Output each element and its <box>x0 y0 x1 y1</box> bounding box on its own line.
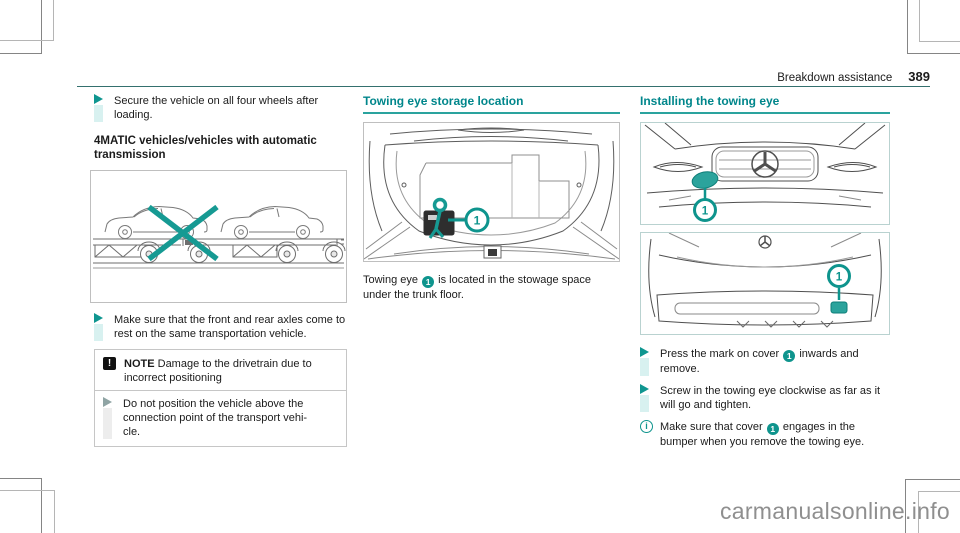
step-text: Do not position the vehicle above the co… <box>123 398 308 438</box>
towing-eye-cover-rear <box>830 301 848 314</box>
note-divider <box>95 390 346 391</box>
crop-mark <box>918 491 960 533</box>
step-text: Make sure that the front and rear axles … <box>114 314 346 340</box>
info-text: Make sure that cover 1 engages in the bu… <box>660 421 865 448</box>
step-text: Secure the vehicle on all four wheels af… <box>114 95 319 121</box>
step-bar <box>640 358 649 376</box>
step-bar <box>640 395 649 412</box>
rear-bumper-illustration: 1 <box>640 232 890 335</box>
instruction-step: Make sure that the front and rear axles … <box>94 313 347 341</box>
car-front-drawing: 1 <box>644 123 886 222</box>
note-text: NOTE Damage to the drivetrain due to inc… <box>124 358 312 384</box>
middle-column: Towing eye storage location <box>363 92 620 302</box>
section-subheading: 4MATIC vehicles/vehicles with automatic … <box>94 135 317 161</box>
section-heading: Towing eye storage location <box>363 94 620 114</box>
svg-text:1: 1 <box>836 272 843 284</box>
triangle-bullet-icon <box>103 397 112 407</box>
crop-mark <box>0 0 42 54</box>
crop-mark <box>0 490 55 533</box>
info-circle-icon: i <box>640 420 653 433</box>
crop-mark <box>919 0 960 42</box>
trunk-drawing: 1 <box>364 127 619 260</box>
note-step: Do not position the vehicle above the co… <box>103 397 338 439</box>
step-bar <box>94 324 103 341</box>
watermark: carmanualsonline.info <box>719 498 950 524</box>
crop-mark <box>0 0 54 41</box>
page-header: Breakdown assistance 389 <box>777 69 930 84</box>
item-marker-1: 1 <box>827 264 851 288</box>
towing-eye-tool <box>428 197 448 239</box>
step-bar <box>103 408 112 439</box>
inline-marker-1-icon: 1 <box>766 423 779 435</box>
svg-text:1: 1 <box>702 206 709 218</box>
step-bar <box>94 105 103 122</box>
figure-caption: Towing eye 1 is located in the stowage s… <box>363 274 592 301</box>
svg-text:1: 1 <box>474 214 481 228</box>
left-column: Secure the vehicle on all four wheels af… <box>90 92 347 447</box>
crossed-out-x-icon <box>147 204 219 262</box>
right-column: Installing the towing eye <box>640 92 890 449</box>
towing-eye-cover-front <box>691 171 719 189</box>
rail-transport-illustration <box>90 170 347 303</box>
crop-mark <box>905 479 960 533</box>
inline-marker-1-icon: 1 <box>422 276 435 288</box>
info-note: i Make sure that cover 1 engages in the … <box>640 420 890 449</box>
inline-marker-1-icon: 1 <box>783 350 796 362</box>
note-box: ! NOTE Damage to the drivetrain due to i… <box>94 349 347 447</box>
instruction-step: Secure the vehicle on all four wheels af… <box>94 94 347 122</box>
chapter-title: Breakdown assistance <box>777 72 893 84</box>
front-bumper-illustration: 1 <box>640 122 890 225</box>
triangle-bullet-icon <box>94 313 103 323</box>
triangle-bullet-icon <box>94 94 103 104</box>
crop-mark <box>0 478 42 533</box>
exclamation-square-icon: ! <box>103 357 116 370</box>
step-marker <box>640 384 650 412</box>
triangle-bullet-icon <box>640 347 649 357</box>
step-marker <box>103 397 113 439</box>
step-text: Screw in the towing eye clockwise as far… <box>660 385 881 411</box>
note-header: ! NOTE Damage to the drivetrain due to i… <box>95 350 346 390</box>
step-marker <box>94 94 104 122</box>
step-marker <box>94 313 104 341</box>
step-marker <box>640 347 650 376</box>
item-marker-1: 1 <box>693 198 717 222</box>
step-text: Press the mark on cover 1 inwards and re… <box>660 348 859 375</box>
section-heading: Installing the towing eye <box>640 94 890 114</box>
crop-mark <box>907 0 960 54</box>
page-number: 389 <box>908 69 930 84</box>
header-rule <box>77 86 930 87</box>
instruction-step: Screw in the towing eye clockwise as far… <box>640 384 890 412</box>
rail-transport-drawing <box>93 204 346 269</box>
instruction-step: Press the mark on cover 1 inwards and re… <box>640 347 890 376</box>
item-marker-1: 1 <box>464 207 490 233</box>
car-rear-drawing: 1 <box>648 233 882 328</box>
trunk-stowage-illustration: 1 <box>363 122 620 262</box>
triangle-bullet-icon <box>640 384 649 394</box>
